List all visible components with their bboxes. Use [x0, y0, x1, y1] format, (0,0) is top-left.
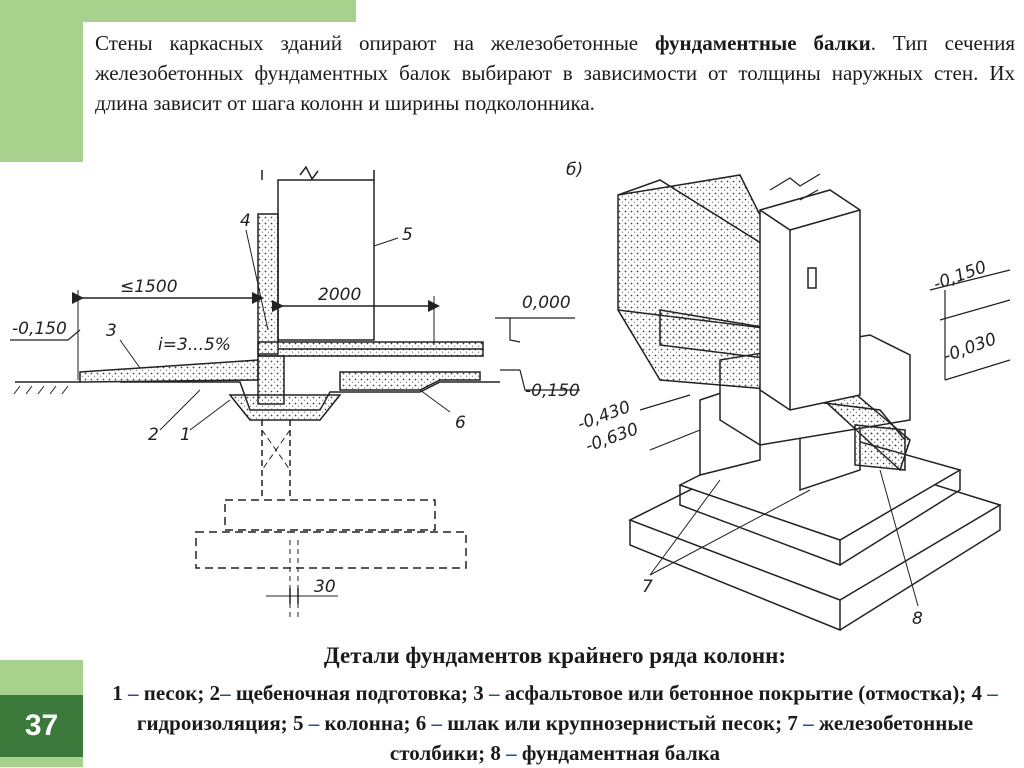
waterproofing-4 [257, 213, 279, 355]
crushed-stone-2 [228, 394, 342, 421]
legend-num-4: 4 [971, 681, 982, 705]
legend-text-1: песок; [143, 681, 210, 705]
legend-num-7: 7 [787, 711, 798, 735]
legend-num-8: 8 [490, 741, 501, 765]
dim-2000: 2000 [318, 285, 361, 305]
decor-left-bar [0, 22, 83, 162]
wall-panel [617, 174, 781, 391]
section-drawing [10, 165, 580, 620]
decor-top-bar [0, 0, 356, 22]
elev-left: -0,150 [12, 319, 67, 339]
legend-sep-7: – [797, 711, 819, 735]
legend-text-2: щебеночная подготовка; [235, 681, 474, 705]
label-2: 2 [148, 425, 159, 445]
elev-right: -0,150 [525, 381, 580, 401]
label-8: 8 [912, 609, 923, 629]
legend-text-4: гидроизоляция; [136, 711, 293, 735]
legend-sep-2: – [220, 681, 236, 705]
legend-num-3: 3 [473, 681, 484, 705]
intro-paragraph: Стены каркасных зданий опирают на железо… [95, 28, 1015, 118]
dim-30: 30 [314, 577, 336, 597]
legend-sep-6: – [426, 711, 448, 735]
legend-sep-3: – [483, 681, 505, 705]
label-5: 5 [402, 225, 413, 245]
legend-sep-4: – [981, 681, 998, 705]
page-number: 37 [0, 695, 83, 757]
legend-num-2: 2 [209, 681, 221, 705]
legend-sep-5: – [303, 711, 325, 735]
legend-text-8: фундаментная балка [521, 741, 721, 765]
legend-text-7: железобетонные столбики; [389, 711, 974, 765]
slope-label: i=3...5% [158, 335, 231, 355]
caption-title: Детали фундаментов крайнего ряда колонн: [323, 643, 787, 668]
intro-text-2: . Тип сечения железобетонных фундаментны… [95, 31, 1015, 115]
column-axon [759, 189, 861, 411]
view-letter: б) [566, 160, 583, 180]
legend-text-3: асфальтовое или бетонное покрытие (отмос… [504, 681, 972, 705]
legend-sep-8: – [500, 741, 522, 765]
intro-text-1: Стены каркасных зданий опирают на железо… [95, 31, 656, 55]
axonometric-drawing [617, 173, 1011, 632]
elev-030: -0,030 [941, 329, 999, 367]
caption-legend: 1 – песок; 2– щебеночная подготовка; 3 –… [100, 678, 1010, 768]
legend-text-5: колонна; [324, 711, 416, 735]
legend-num-5: 5 [292, 711, 304, 735]
legend-num-1: 1 [112, 681, 123, 705]
elev-150: -0,150 [931, 257, 989, 295]
label-1: 1 [180, 425, 191, 445]
column-5 [277, 179, 375, 341]
label-6: 6 [455, 413, 466, 433]
label-4: 4 [240, 211, 251, 231]
dim-1500: ≤1500 [120, 277, 178, 297]
blind-area-3 [79, 359, 259, 383]
intro-bold-term: фундаментные балки [655, 31, 871, 55]
section-labels: ≤1500 2000 30 -0,150 0,000 -0,150 i=3...… [12, 211, 580, 597]
legend-text-6: шлак или крупнозернистый песок; [447, 711, 788, 735]
label-3: 3 [106, 321, 117, 341]
legend-sep-1: – [122, 681, 144, 705]
label-7: 7 [642, 577, 653, 597]
legend-num-6: 6 [415, 711, 427, 735]
elev-zero: 0,000 [522, 293, 571, 313]
